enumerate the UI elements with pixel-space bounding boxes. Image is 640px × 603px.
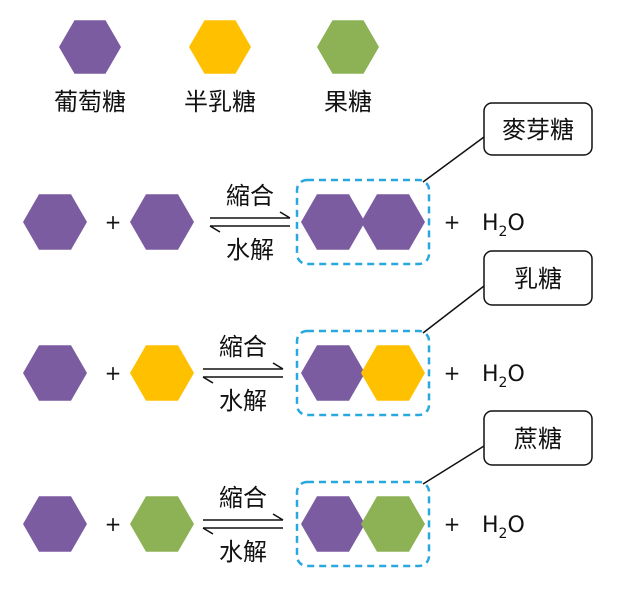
condensation-label: 縮合	[226, 182, 274, 210]
legend-item-galactose: 半乳糖	[184, 20, 256, 116]
glucose-hexagon-icon	[130, 194, 194, 250]
product-name-label: 蔗糖	[514, 425, 562, 453]
glucose-hexagon-icon	[23, 345, 87, 401]
water-label: H2O	[482, 362, 525, 391]
fructose-hexagon-icon	[361, 496, 425, 552]
condensation-label: 縮合	[219, 333, 267, 361]
water-label: H2O	[482, 211, 525, 240]
water-label: H2O	[482, 513, 525, 542]
legend-label: 半乳糖	[184, 88, 256, 116]
hydrolysis-label: 水解	[219, 538, 267, 566]
glucose-hexagon-icon	[23, 496, 87, 552]
plus-sign: +	[444, 210, 461, 234]
hydrolysis-label: 水解	[219, 387, 267, 415]
hydrolysis-label: 水解	[226, 236, 274, 264]
legend-label: 果糖	[324, 88, 372, 116]
product-callout-box	[483, 102, 593, 156]
legend-item-fructose: 果糖	[317, 20, 379, 116]
legend-item-glucose: 葡萄糖	[54, 20, 126, 116]
legend-label: 葡萄糖	[54, 88, 126, 116]
product-box	[295, 329, 431, 417]
reversible-arrow-icon	[202, 362, 284, 384]
fructose-hexagon-icon	[130, 496, 194, 552]
galactose-hexagon-icon	[189, 20, 251, 74]
glucose-hexagon-icon	[59, 20, 121, 74]
product-box	[295, 480, 431, 568]
galactose-hexagon-icon	[361, 345, 425, 401]
galactose-hexagon-icon	[130, 345, 194, 401]
plus-sign: +	[105, 512, 122, 536]
plus-sign: +	[105, 361, 122, 385]
plus-sign: +	[444, 512, 461, 536]
callout-leader-line	[422, 445, 485, 485]
glucose-hexagon-icon	[301, 345, 365, 401]
condensation-label: 縮合	[219, 484, 267, 512]
plus-sign: +	[444, 361, 461, 385]
glucose-hexagon-icon	[361, 194, 425, 250]
product-callout-box	[483, 250, 593, 306]
reversible-arrow-icon	[202, 513, 284, 535]
glucose-hexagon-icon	[301, 496, 365, 552]
product-callout-box	[483, 410, 593, 466]
product-name-label: 乳糖	[514, 265, 562, 293]
product-name-label: 麥芽糖	[502, 116, 574, 144]
reversible-arrow-icon	[209, 211, 291, 233]
glucose-hexagon-icon	[23, 194, 87, 250]
callout-leader-line	[422, 285, 485, 334]
product-box	[295, 178, 431, 266]
glucose-hexagon-icon	[301, 194, 365, 250]
fructose-hexagon-icon	[317, 20, 379, 74]
legend: 葡萄糖 半乳糖 果糖	[54, 20, 379, 116]
plus-sign: +	[105, 210, 122, 234]
callout-leader-line	[422, 136, 485, 183]
